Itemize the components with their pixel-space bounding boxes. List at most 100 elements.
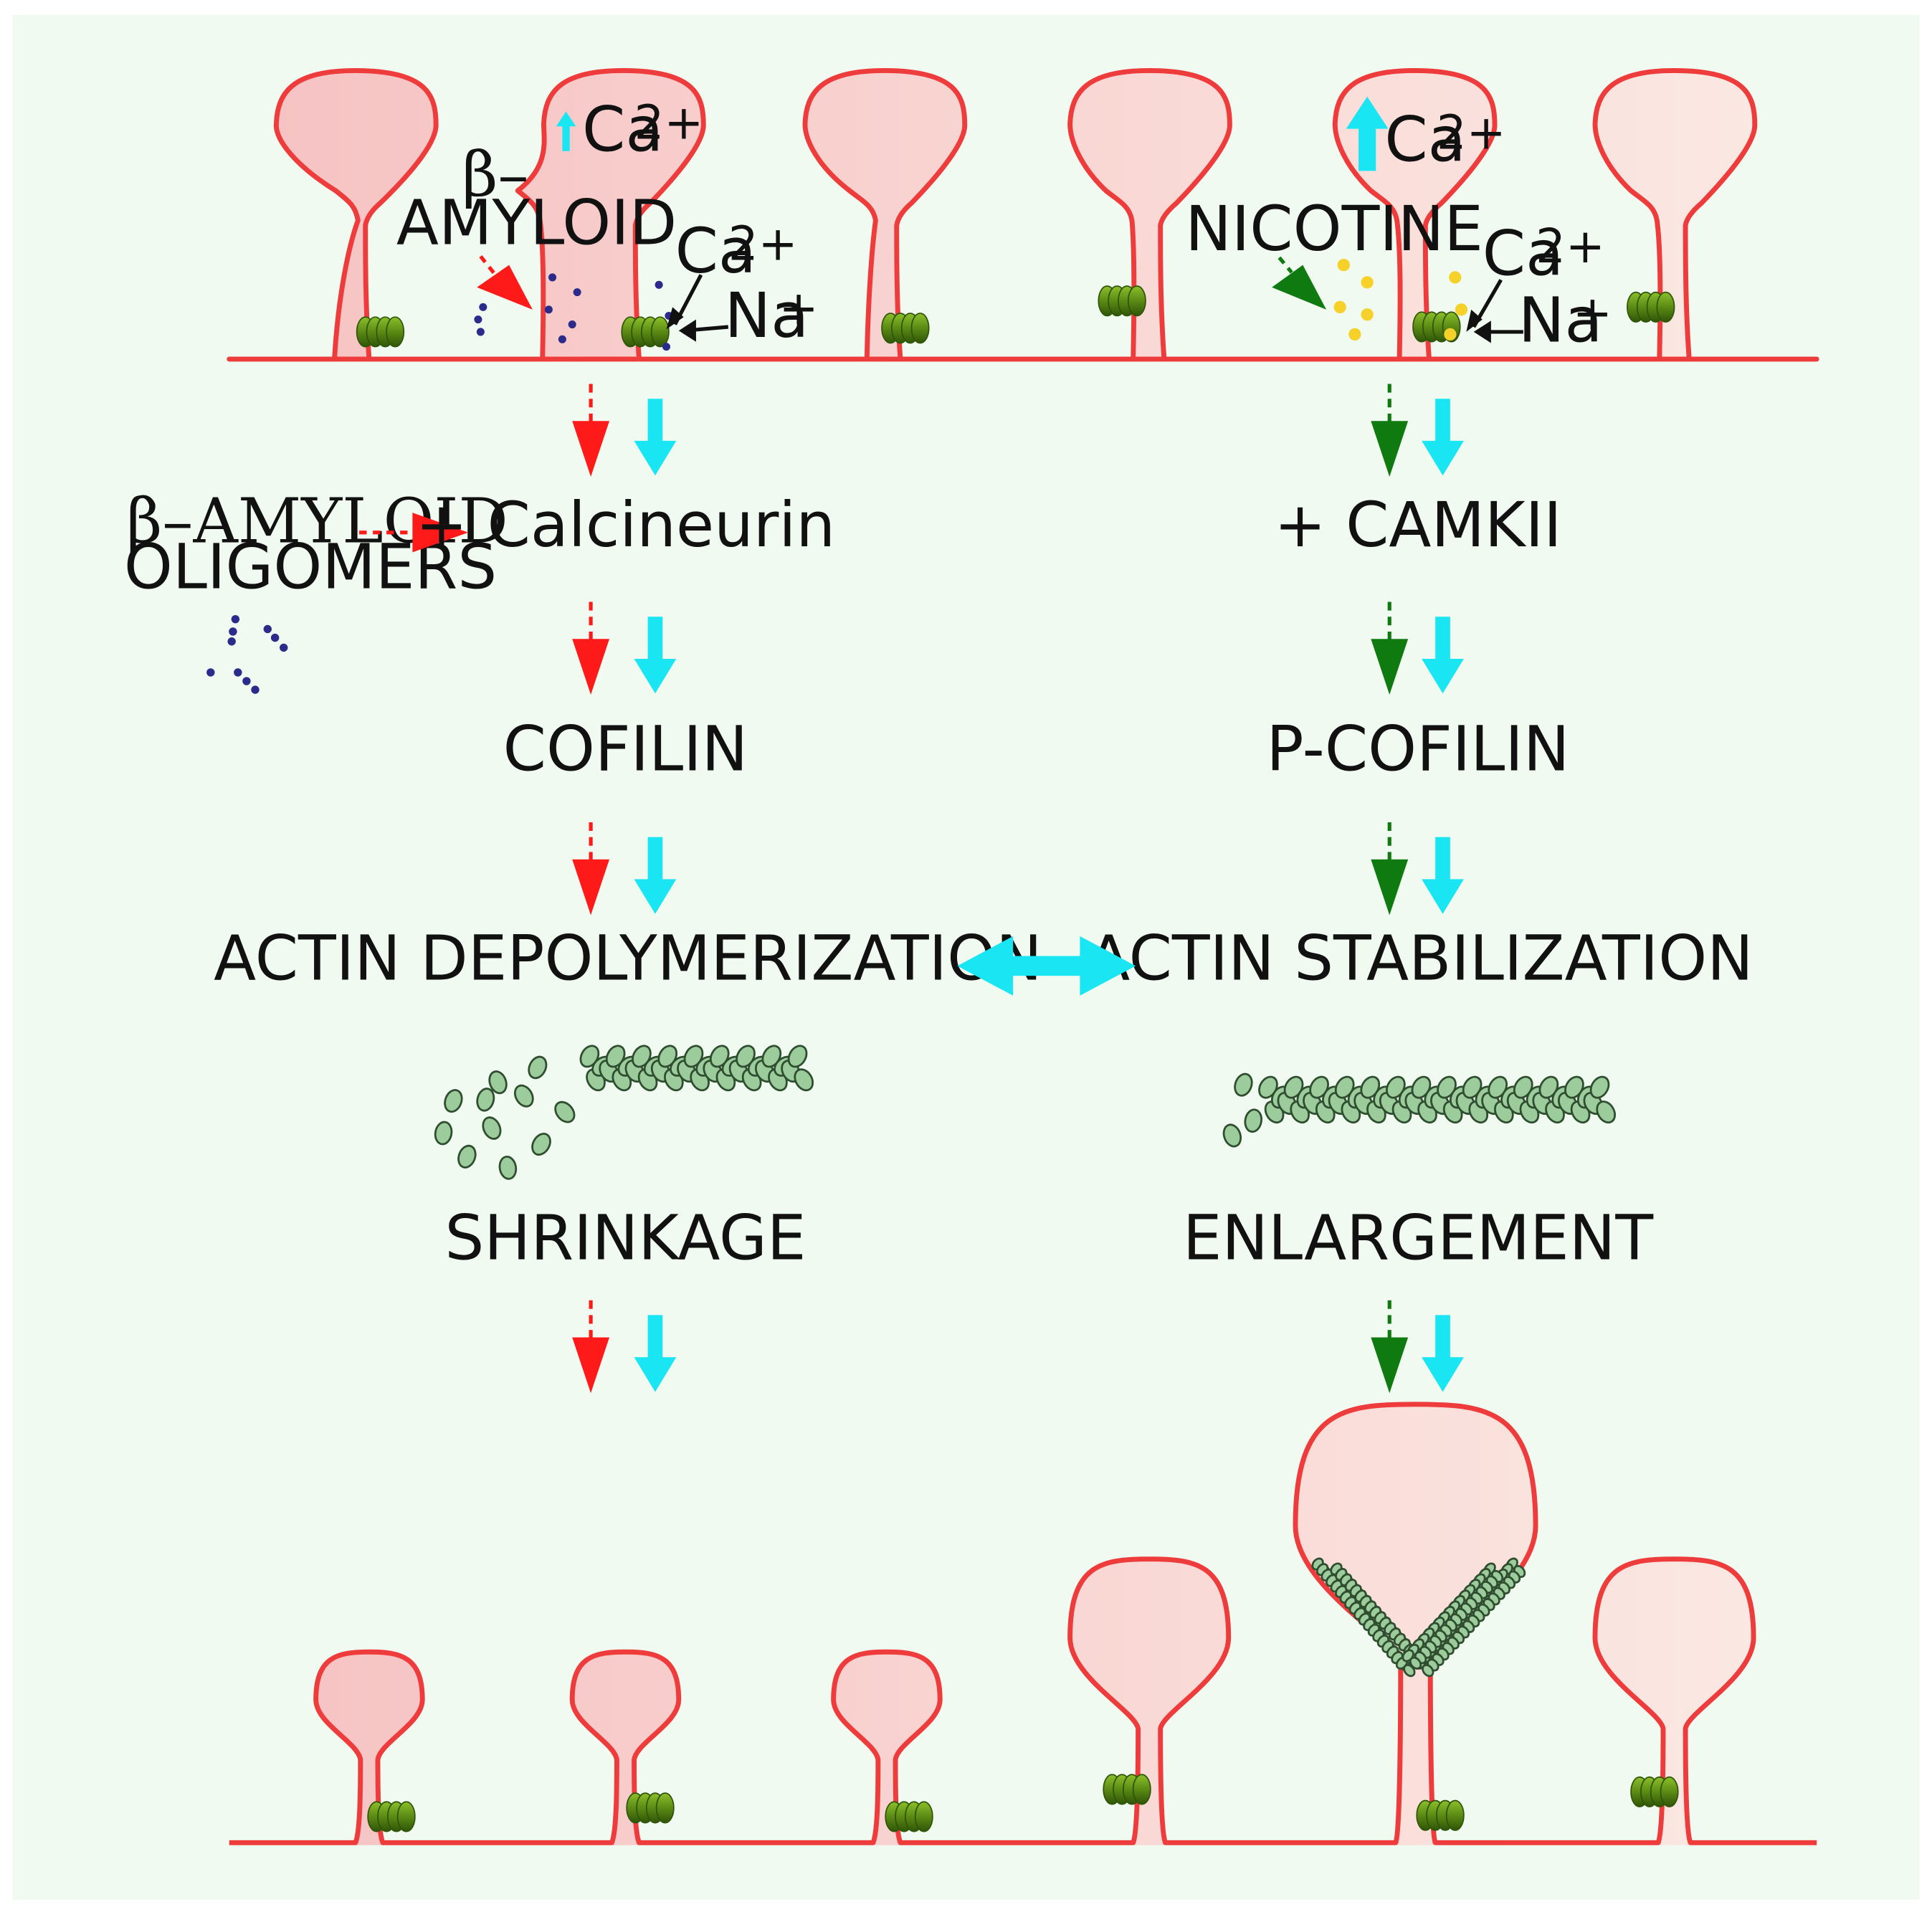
actin-monomer <box>482 1116 502 1140</box>
receptor-subunit <box>1660 1776 1679 1808</box>
bottom-membrane-fill <box>229 1404 1817 1845</box>
calcium-down-arrow-icon <box>634 837 677 914</box>
nicotine-down-arrow-icon <box>1371 421 1409 477</box>
amyloid-dot <box>479 303 487 311</box>
right-step-actin-stabilization: ACTIN STABILIZATION <box>1088 923 1753 994</box>
amyloid-down-arrow-icon <box>572 859 610 915</box>
receptor-subunit <box>910 313 930 344</box>
nicotinic-receptor-icon <box>1630 1776 1679 1808</box>
amyloid-down-arrow-icon <box>572 639 610 695</box>
actin-monomer <box>531 1133 551 1156</box>
left-step-cofilin: COFILIN <box>503 713 748 785</box>
receptor-subunit <box>1127 285 1146 317</box>
nicotine-down-arrow-icon <box>1371 639 1409 695</box>
top-membrane-fill <box>227 68 1819 362</box>
influx-left-na: Na <box>725 280 809 352</box>
nicotinic-receptor-icon <box>1103 1774 1151 1805</box>
influx-right-ca-sup: 2+ <box>1536 219 1605 274</box>
bottom-dendrite-membrane <box>229 1402 1817 1845</box>
nicotine-dot <box>1337 259 1350 272</box>
ion-influx-right: Ca 2+ Na + <box>1466 218 1612 357</box>
actin-monomer <box>1222 1123 1242 1148</box>
calcium-up-small-icon <box>556 111 576 151</box>
nicotine-top-arrow-icon <box>1272 265 1327 310</box>
receptor-subunit <box>386 316 405 348</box>
influx-right-ca: Ca <box>1483 218 1564 290</box>
oligomer-dot <box>234 668 242 677</box>
oligomer-dot <box>270 633 280 642</box>
calcium-right-base: Ca <box>1384 105 1465 176</box>
receptor-subunit <box>396 1801 416 1832</box>
nicotinic-receptor-icon <box>356 316 405 348</box>
calcium-down-arrow-icon <box>1422 399 1464 476</box>
calcium-rise-left: Ca 2+ <box>556 95 704 166</box>
oligomer-dot <box>251 685 260 694</box>
actin-depolymerized-illustration <box>434 1045 814 1180</box>
ion-influx-left: Ca 2+ Na + <box>666 216 819 352</box>
oligomers-line1: β–AMYLOID <box>126 486 508 558</box>
oligomer-dot <box>242 677 251 685</box>
amyloid-dot <box>568 320 576 329</box>
oligomer-dot <box>231 614 240 624</box>
oligomer-dot <box>206 668 215 677</box>
top-dendrite-membrane <box>227 68 1819 362</box>
receptor-subunit <box>650 316 670 348</box>
amyloid-dot <box>558 335 566 343</box>
nicotine-down-arrow-icon <box>1371 1337 1409 1394</box>
nicotinic-receptor-icon <box>1098 285 1146 317</box>
calcium-rise-right: Ca 2+ <box>1346 96 1506 176</box>
nicotinic-receptor-icon <box>367 1801 416 1832</box>
calcium-down-arrow-icon <box>634 1315 677 1392</box>
nicotinic-receptor-icon <box>885 1801 933 1832</box>
oligomers-arrow-icon <box>412 513 469 553</box>
nicotinic-receptor-icon <box>1416 1799 1465 1831</box>
actin-monomer <box>1409 1656 1422 1670</box>
influx-left-arrows <box>666 274 729 342</box>
actin-monomer <box>1244 1108 1263 1133</box>
calcium-down-arrow-icon <box>634 617 677 694</box>
oligomer-dot <box>227 637 236 646</box>
nicotine-dot <box>1361 276 1374 289</box>
receptor-subunit <box>1656 291 1675 323</box>
calcium-left-sup: 2+ <box>634 95 704 150</box>
receptor-subunit <box>1132 1774 1151 1805</box>
receptor-subunit <box>655 1792 675 1824</box>
calcium-right-sup: 2+ <box>1437 105 1506 160</box>
nicotinic-receptor-icon <box>626 1792 675 1824</box>
nicotine-dot <box>1348 328 1361 341</box>
amyloid-dot <box>573 288 581 297</box>
nicotine-dot <box>1444 328 1457 341</box>
oligomer-dot <box>280 643 288 652</box>
influx-right-na-sup: + <box>1573 286 1612 341</box>
actin-monomer <box>498 1156 518 1180</box>
nicotine-top-word: NICOTINE <box>1185 194 1483 265</box>
receptor-group <box>356 285 1679 1832</box>
left-step-calcineurin: + Calcineurin <box>416 490 835 561</box>
calcium-left-base: Ca <box>582 95 663 166</box>
actin-monomer <box>787 1045 808 1068</box>
nicotine-dot <box>1333 300 1346 314</box>
oligomers-label: β–AMYLOID OLIGOMERS <box>124 486 508 604</box>
actin-monomer <box>444 1089 463 1113</box>
influx-left-ca-sup: 2+ <box>728 217 798 272</box>
nicotine-down-arrow-icon <box>1371 859 1409 915</box>
pathway-arrows <box>572 384 1464 1394</box>
receptor-subunit <box>1445 1799 1465 1831</box>
double-headed-arrow-icon <box>957 936 1136 996</box>
amyloid-particles <box>474 273 673 351</box>
calcium-down-arrow-icon <box>634 399 677 476</box>
amyloid-dot <box>544 305 553 314</box>
oligomer-particles <box>206 614 288 694</box>
amyloid-down-arrow-icon <box>572 421 610 477</box>
calcium-down-arrow-icon <box>1422 617 1464 694</box>
amyloid-top-label: β– AMYLOID <box>396 139 677 310</box>
nicotinic-receptor-icon <box>621 316 670 348</box>
influx-left-ca: Ca <box>675 216 756 287</box>
amyloid-top-dash <box>479 255 498 277</box>
nicotine-top-label: NICOTINE <box>1185 194 1483 310</box>
amyloid-dot <box>476 328 485 336</box>
actin-monomer <box>457 1144 477 1169</box>
right-step-p-cofilin: P-COFILIN <box>1266 713 1569 785</box>
receptor-subunit <box>914 1801 933 1832</box>
nicotinic-receptor-icon <box>881 313 930 344</box>
